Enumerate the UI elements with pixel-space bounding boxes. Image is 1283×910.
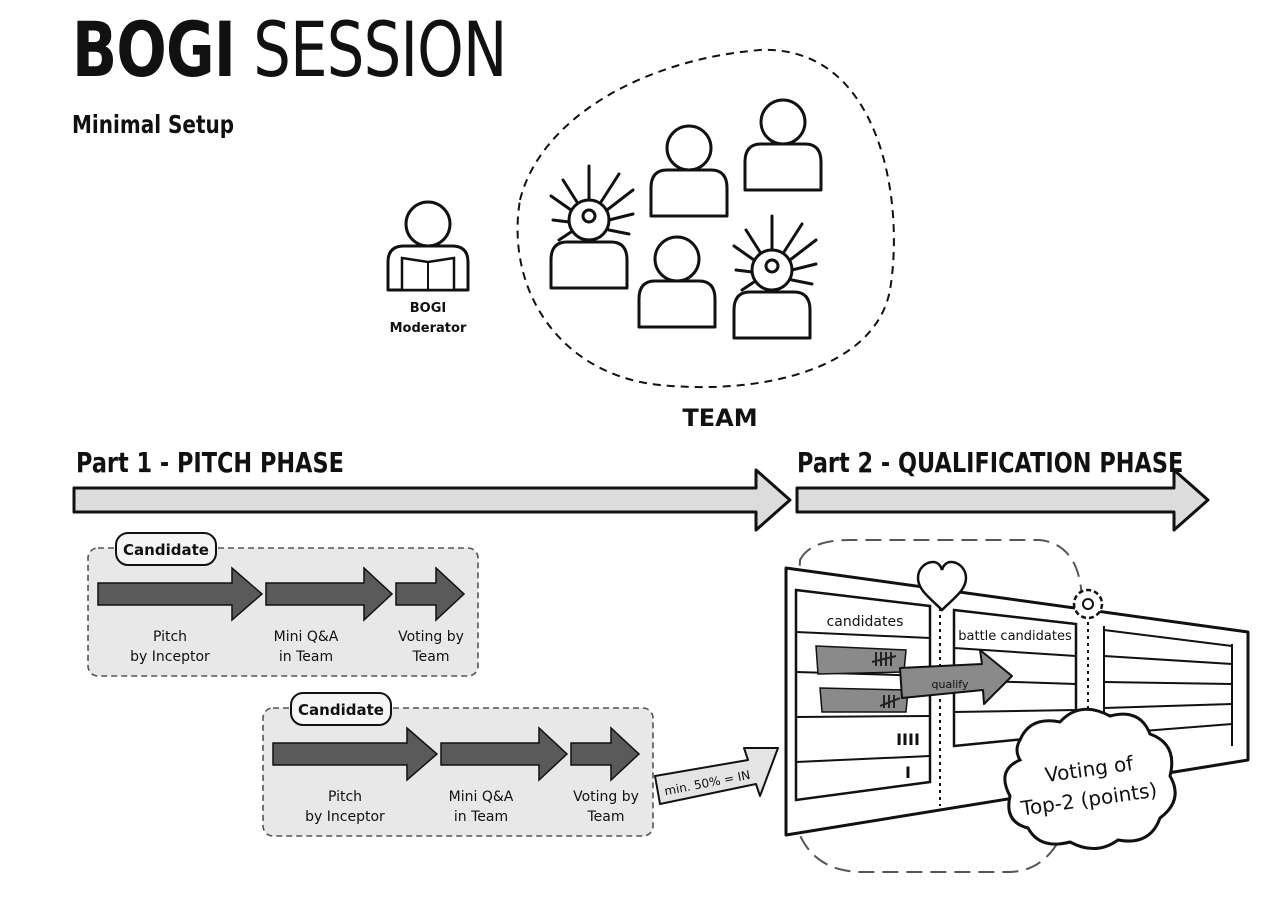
voting-arrow xyxy=(570,726,641,782)
team-member-icon xyxy=(743,98,823,192)
step-label: in Team xyxy=(454,809,508,825)
candidate-box-2: Candidate Pitch by Inceptor Mini Q&A in … xyxy=(262,692,654,837)
phase-2-arrow xyxy=(795,468,1210,532)
team-member-inceptor-icon xyxy=(549,164,635,290)
phase-2-label: Part 2 - QUALIFICATION PHASE xyxy=(797,446,1184,479)
team-member-icon xyxy=(649,124,729,218)
step-label: Voting by xyxy=(398,629,464,645)
step-label: by Inceptor xyxy=(305,809,385,825)
qa-arrow xyxy=(440,726,569,782)
battle-header: battle candidates xyxy=(958,629,1072,644)
candidate-badge: Candidate xyxy=(298,701,384,719)
subtitle: Minimal Setup xyxy=(72,110,235,139)
threshold-arrow: min. 50% = IN xyxy=(654,747,779,805)
title-light: SESSION xyxy=(253,5,507,94)
step-label: Pitch xyxy=(153,629,187,645)
phase-1-arrow xyxy=(72,468,792,532)
pitch-arrow xyxy=(97,566,264,622)
step-label: Voting by xyxy=(573,789,639,805)
team-label: TEAM xyxy=(682,404,757,432)
candidate-badge: Candidate xyxy=(123,541,209,559)
qa-arrow xyxy=(265,566,394,622)
team-boundary xyxy=(516,48,895,389)
step-label: in Team xyxy=(279,649,333,665)
page-title: BOGI SESSION xyxy=(72,12,507,88)
gear-icon xyxy=(1072,588,1104,620)
step-label: by Inceptor xyxy=(130,649,210,665)
tally-row-4: I xyxy=(905,763,911,782)
qualification-board: candidates IIII I battle candidates xyxy=(784,560,1250,850)
qualify-arrow xyxy=(899,649,1013,705)
pitch-arrow xyxy=(272,726,439,782)
step-label: Team xyxy=(586,809,624,825)
candidates-header: candidates xyxy=(827,614,904,630)
phase-1-label: Part 1 - PITCH PHASE xyxy=(76,446,344,479)
tally-row-3: IIII xyxy=(896,730,920,749)
step-label: Mini Q&A xyxy=(274,629,339,645)
moderator-label-2: Moderator xyxy=(390,321,467,336)
team-member-inceptor-icon xyxy=(732,214,818,340)
candidate-box-1: Candidate Pitch by Inceptor Mini Q&A in … xyxy=(87,532,479,677)
step-label: Mini Q&A xyxy=(449,789,514,805)
title-bold: BOGI xyxy=(72,5,236,94)
moderator-person-icon xyxy=(386,200,470,292)
moderator-label-1: BOGI xyxy=(410,301,446,316)
step-label: Pitch xyxy=(328,789,362,805)
voting-cloud xyxy=(1003,707,1177,850)
team-member-icon xyxy=(637,235,717,329)
title-block: BOGI SESSION xyxy=(72,12,629,88)
qualify-label: qualify xyxy=(932,678,969,691)
heart-icon xyxy=(916,560,968,612)
voting-arrow xyxy=(395,566,466,622)
step-label: Team xyxy=(411,649,449,665)
